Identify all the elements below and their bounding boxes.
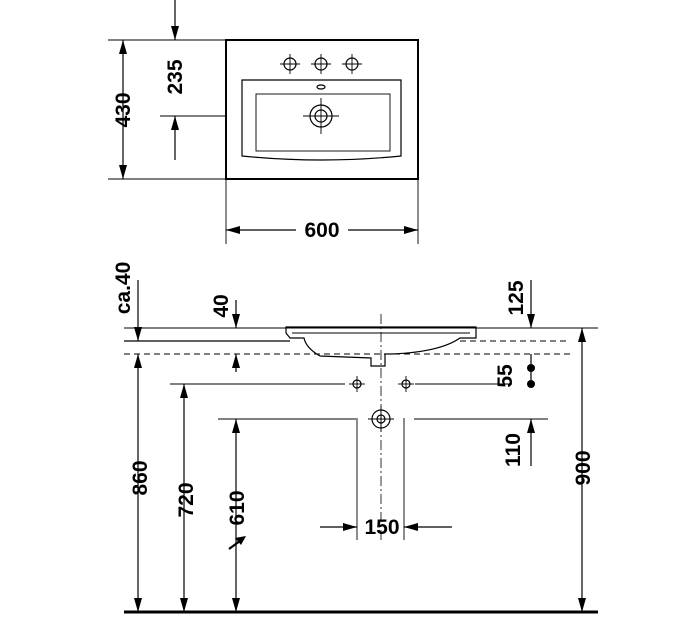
tap-hole-right-icon — [342, 54, 362, 74]
dimension-110: 110 — [502, 433, 525, 467]
dimension-55: 55 — [494, 364, 517, 388]
overflow-icon — [316, 84, 326, 90]
tap-hole-side-left-icon — [349, 376, 365, 392]
tap-hole-side-right-icon — [398, 376, 414, 392]
drain-side-icon — [368, 406, 394, 432]
bowl-inner — [255, 93, 391, 152]
basin-outline-top — [225, 39, 419, 180]
tap-hole-center-icon — [311, 54, 331, 74]
diagonal-arrow-icon — [228, 536, 246, 550]
dimension-430: 430 — [112, 92, 135, 127]
dimension-40: 40 — [210, 294, 233, 317]
dimension-900: 900 — [572, 450, 595, 485]
dimension-125: 125 — [505, 280, 528, 315]
tap-hole-left-icon — [280, 54, 300, 74]
top-view: 430 235 600 — [108, 0, 419, 244]
bowl-outline — [241, 79, 402, 161]
dimension-720: 720 — [175, 482, 198, 517]
side-view: ca.40 40 860 720 610 125 — [112, 262, 598, 614]
basin-profile-side — [285, 326, 477, 367]
dimension-235: 235 — [164, 59, 187, 94]
drain-circle-icon — [303, 98, 339, 134]
dimension-610: 610 — [226, 490, 249, 525]
dimension-860: 860 — [129, 460, 152, 495]
dimension-150: 150 — [364, 516, 399, 539]
dimension-600: 600 — [304, 219, 339, 242]
dimension-ca40: ca.40 — [112, 262, 135, 315]
